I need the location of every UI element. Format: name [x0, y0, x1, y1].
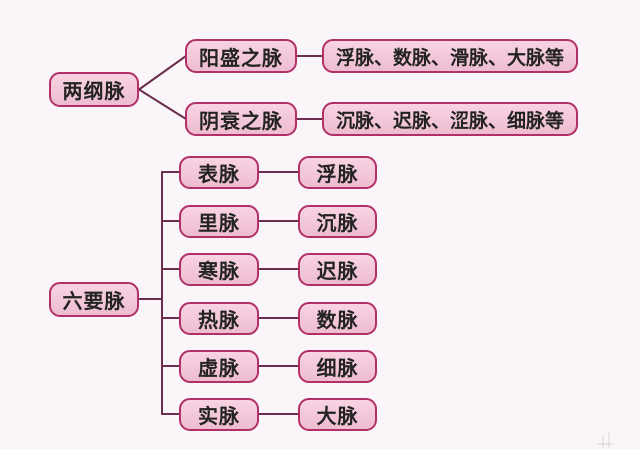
- node-rapid-pulse: 数脉: [298, 302, 377, 335]
- node-yang-excess-pulses: 浮脉、数脉、滑脉、大脉等: [322, 39, 578, 73]
- node-heat-pulse-category: 热脉: [179, 302, 259, 335]
- node-floating-pulse: 浮脉: [298, 156, 377, 189]
- node-slow-pulse: 迟脉: [298, 253, 377, 286]
- node-deficiency-pulse-category: 虚脉: [179, 350, 259, 383]
- watermark-mark: [597, 431, 615, 448]
- node-thin-pulse: 细脉: [298, 350, 377, 383]
- node-yang-excess: 阳盛之脉: [185, 39, 297, 73]
- node-interior-pulse-category: 里脉: [179, 205, 259, 238]
- node-two-cardinal-pulses: 两纲脉: [49, 72, 139, 107]
- node-cold-pulse-category: 寒脉: [179, 253, 259, 286]
- node-deep-pulse: 沉脉: [298, 205, 377, 238]
- connector-root-to-yang: [138, 55, 187, 91]
- node-large-pulse: 大脉: [298, 398, 377, 431]
- node-excess-pulse-category: 实脉: [179, 398, 259, 431]
- connector-root-to-yin: [138, 88, 187, 120]
- node-exterior-pulse-category: 表脉: [179, 156, 259, 189]
- node-yin-decline-pulses: 沉脉、迟脉、涩脉、细脉等: [322, 102, 578, 136]
- node-yin-decline: 阴衰之脉: [185, 102, 297, 136]
- node-six-essential-pulses: 六要脉: [49, 282, 139, 317]
